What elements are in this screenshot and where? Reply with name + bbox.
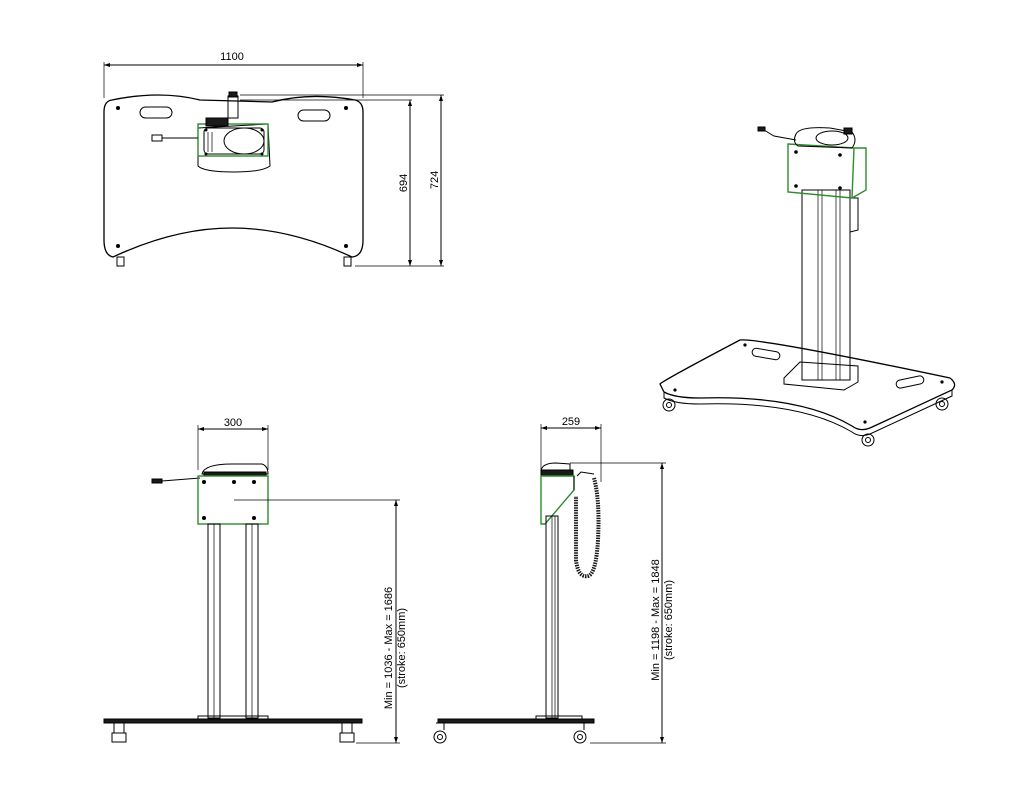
front-width-label: 300 (224, 417, 242, 429)
side-coiled-cable (574, 471, 601, 579)
front-view: 300 (103, 417, 408, 744)
top-depth-dimensions: 694 724 (240, 94, 444, 267)
isometric-view (659, 126, 956, 447)
side-width-dimension: 259 (540, 416, 602, 482)
side-column (545, 515, 559, 719)
iso-bracket (787, 143, 867, 199)
top-base-plate (103, 94, 364, 258)
top-depth-inner-label: 694 (398, 174, 410, 192)
side-stroke-label: (stroke: 650mm) (663, 580, 675, 660)
top-width-dimension: 1100 (103, 51, 364, 98)
top-view: 1100 (103, 51, 444, 267)
side-width-label: 259 (562, 416, 580, 428)
side-height-label: Min = 1198 - Max = 1848 (650, 559, 662, 680)
front-columns (207, 523, 259, 719)
side-bracket-outline (540, 475, 575, 525)
front-width-dimension: 300 (197, 417, 269, 470)
top-handle-slot-right (297, 109, 331, 122)
top-column-foot (197, 123, 271, 173)
side-view: 259 (433, 416, 675, 744)
iso-column-foot (783, 361, 859, 391)
iso-wheels (662, 397, 949, 447)
front-height-label: Min = 1036 - Max = 1686 (383, 587, 395, 709)
side-wheels (433, 722, 587, 744)
front-wheels (111, 722, 355, 743)
top-depth-outer-label: 724 (429, 171, 441, 189)
side-height-dimension: Min = 1198 - Max = 1848 (stroke: 650mm) (570, 462, 675, 744)
iso-motor (757, 126, 856, 149)
iso-column (801, 189, 859, 381)
front-height-dimension: Min = 1036 - Max = 1686 (stroke: 650mm) (234, 499, 408, 744)
top-bracket-outline (197, 123, 269, 157)
side-base-plate (437, 718, 595, 724)
iso-base-plate (659, 339, 956, 431)
front-stroke-label: (stroke: 650mm) (396, 608, 408, 688)
top-width-label: 1100 (220, 51, 244, 63)
front-base-plate (103, 718, 363, 724)
top-handle-slot-left (139, 106, 173, 119)
